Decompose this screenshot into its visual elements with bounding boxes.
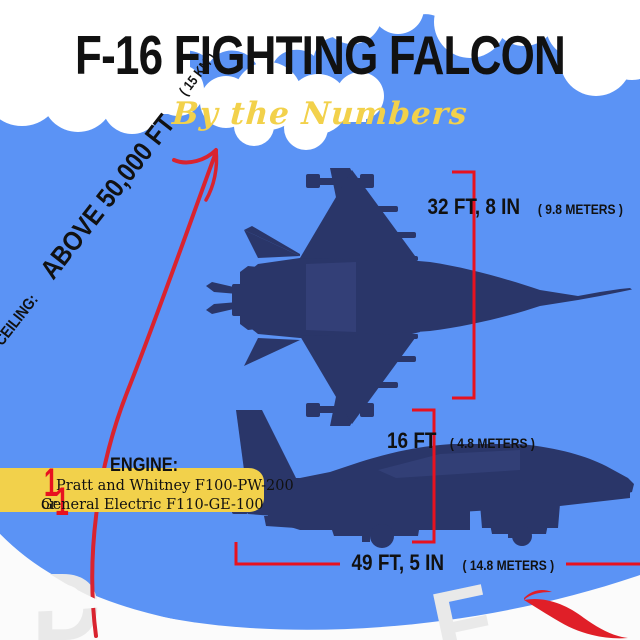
engine-title: ENGINE: <box>110 455 179 476</box>
height-bracket <box>412 408 436 544</box>
length-bracket <box>234 542 640 566</box>
engine-option-b: General Electric F110-GE-100 <box>41 497 264 513</box>
f16-side-view-silhouette <box>232 410 634 548</box>
dimension-length-metric: ( 14.8 METERS ) <box>462 557 554 573</box>
engine-yellow-band <box>0 468 264 512</box>
wingspan-bracket <box>452 170 476 400</box>
page-title: F-16 FIGHTING FALCON <box>75 24 566 86</box>
dimension-height: 16 FT ( 4.8 METERS ) <box>383 428 542 454</box>
dimension-wingspan: 32 FT, 8 IN ( 9.8 METERS ) <box>420 194 629 220</box>
ceiling-arrow <box>90 148 219 638</box>
decorative-red-swoosh <box>524 590 628 639</box>
dimension-wingspan-metric: ( 9.8 METERS ) <box>537 201 623 217</box>
engine-option-a: Pratt and Whitney F100-PW-200 <box>56 478 294 494</box>
engine-count-a: 1 <box>44 461 58 505</box>
dimension-height-value: 16 FT <box>387 428 437 453</box>
dimension-height-metric: ( 4.8 METERS ) <box>450 435 536 451</box>
dimension-length-value: 49 FT, 5 IN <box>351 550 445 575</box>
engine-band-page-mask <box>0 534 112 612</box>
f16-side-canopy <box>378 450 520 478</box>
page-subtitle: By the Numbers <box>171 96 469 132</box>
f16-top-canopy <box>306 262 356 332</box>
engine-conjunction: or <box>41 497 57 513</box>
dimension-wingspan-value: 32 FT, 8 IN <box>427 194 521 219</box>
dimension-length: 49 FT, 5 IN ( 14.8 METERS ) <box>344 550 561 576</box>
cloud-group <box>0 0 640 150</box>
bottom-left-page-wedge <box>0 534 250 640</box>
engine-count-b: 1 <box>55 480 69 524</box>
